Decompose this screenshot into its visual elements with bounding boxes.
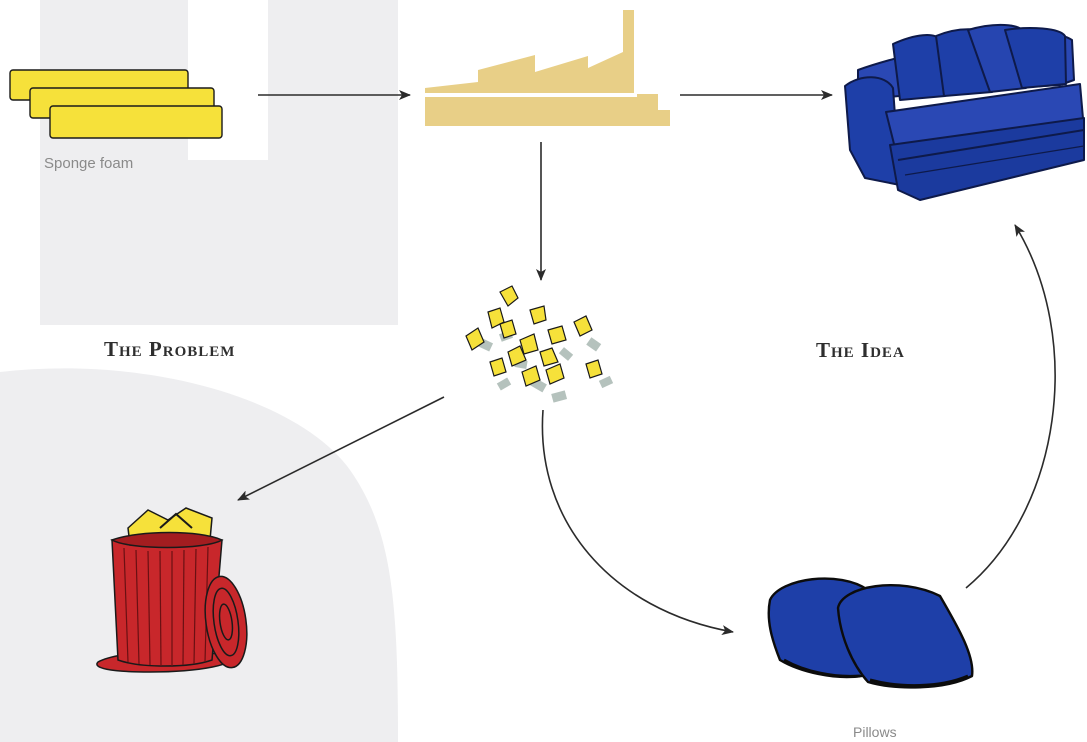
factory-icon bbox=[425, 10, 670, 126]
arrow-scraps-to-pillows bbox=[541, 409, 734, 635]
sofa-icon bbox=[844, 24, 1085, 201]
foam-scraps-icon bbox=[465, 285, 614, 403]
heading-the-problem: The Problem bbox=[104, 337, 236, 361]
heading-the-idea: The Idea bbox=[816, 338, 905, 362]
trash-can-icon bbox=[96, 507, 248, 673]
caption-sponge-foam: Sponge foam bbox=[44, 155, 134, 172]
flow-arrows bbox=[237, 90, 1056, 635]
arrow-pillows-to-sofa bbox=[965, 224, 1056, 589]
pillows-icon bbox=[767, 577, 974, 689]
sponge-foam-slabs-icon bbox=[9, 69, 223, 139]
arrow-scraps-to-trash bbox=[237, 396, 445, 501]
caption-pillows: Pillows bbox=[853, 724, 897, 740]
